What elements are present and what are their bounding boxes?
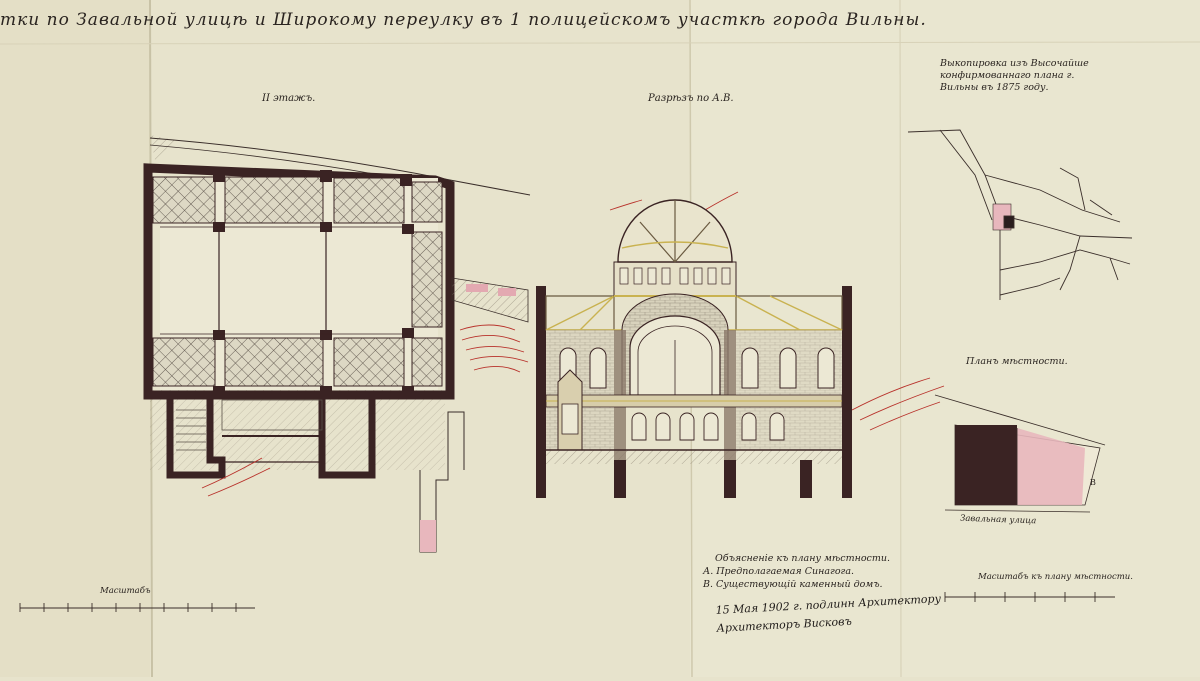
location-map bbox=[907, 129, 1133, 300]
svg-text:B: B bbox=[1090, 478, 1096, 487]
scale-right-label: Масштабъ къ плану мѣстности. bbox=[978, 572, 1133, 582]
location-map-title: Выкопировка изъ Высочайше конфирмованнаг… bbox=[940, 58, 1089, 93]
scale-bar-left bbox=[19, 603, 255, 612]
legend: Объясненіе къ плану мѣстности. А. Предпо… bbox=[703, 552, 890, 591]
legend-header: Объясненіе къ плану мѣстности. bbox=[715, 553, 891, 564]
section-drawing bbox=[536, 199, 852, 498]
site-plan-title: Планъ мѣстности. bbox=[966, 356, 1068, 367]
floor-plan bbox=[143, 135, 531, 553]
legend-item-a: А. Предполагаемая Синагога. bbox=[703, 566, 855, 577]
section-label: Разрѣзъ по А.В. bbox=[648, 93, 734, 104]
floor-plan-label: II этажъ. bbox=[262, 93, 316, 104]
legend-item-b: В. Существующій каменный домъ. bbox=[703, 579, 883, 590]
scale-bar-right bbox=[944, 592, 1115, 602]
site-plan: B bbox=[934, 394, 1106, 513]
red-pencil-note bbox=[201, 191, 945, 497]
drawing-title: тки по Завальной улицѣ и Широкому переул… bbox=[0, 10, 927, 30]
scale-left-label: Масштабъ bbox=[100, 586, 151, 596]
